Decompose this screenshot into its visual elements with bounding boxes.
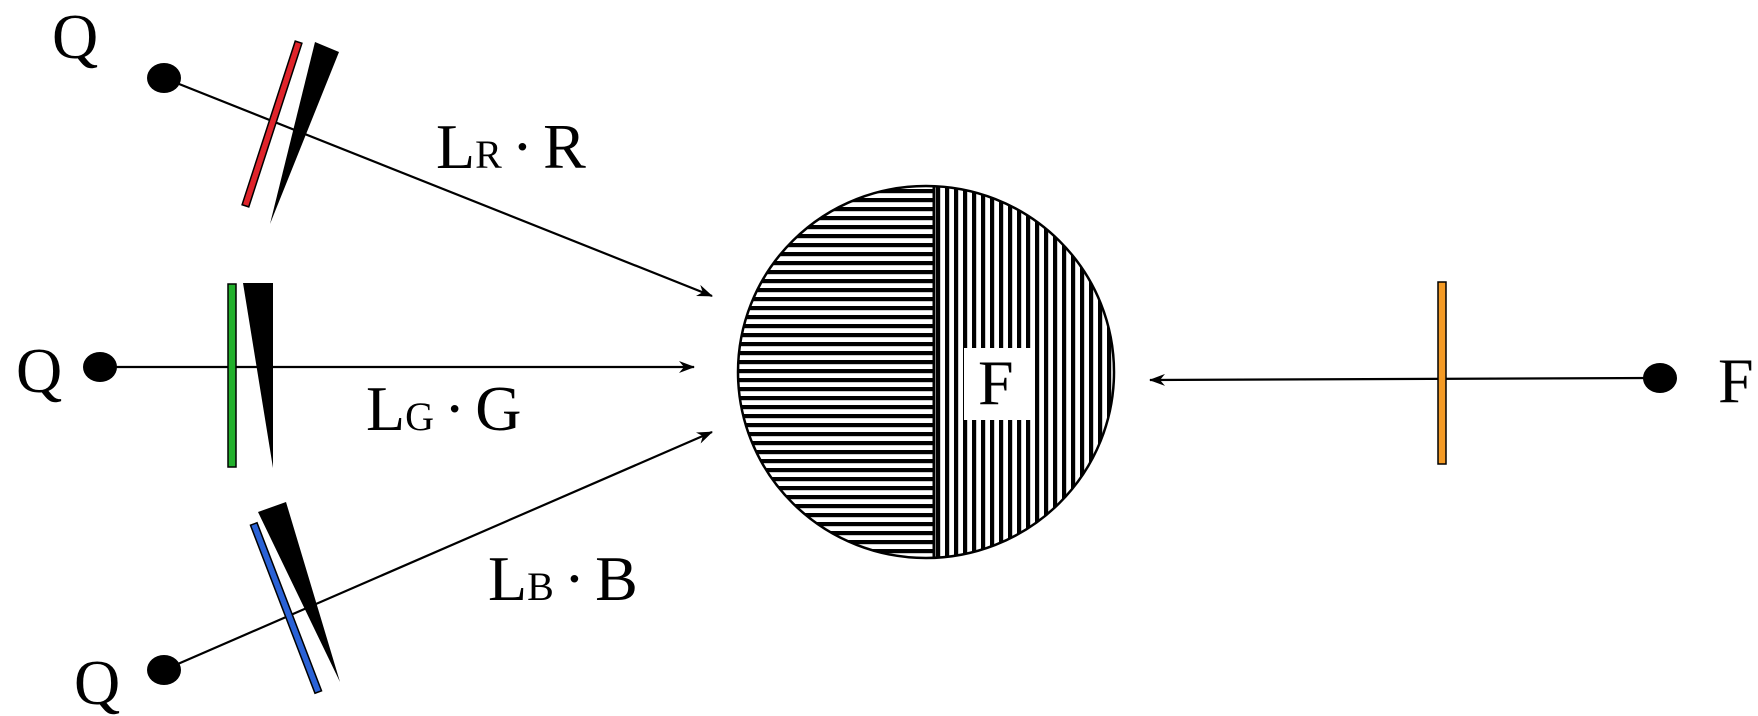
field-left-half — [738, 186, 934, 558]
wedge-attenuator — [258, 502, 340, 682]
source-red: Q LR·R — [52, 1, 713, 298]
beam-red-arrow — [163, 76, 713, 298]
beam-blue-arrow — [163, 430, 713, 672]
wedge-attenuator — [270, 42, 339, 224]
reference-beam-arrow — [1149, 373, 1661, 386]
field-outline — [736, 184, 1116, 560]
field-label: F — [978, 347, 1014, 418]
source-label: Q — [52, 1, 98, 72]
beam-label-green: LG·G — [366, 373, 522, 444]
bipartite-field: F — [736, 184, 1116, 560]
beam-label-blue: LB·B — [488, 543, 638, 614]
source-label: Q — [74, 647, 120, 716]
beam-label-red: LR·R — [436, 111, 586, 182]
wedge-attenuator — [243, 283, 273, 468]
red-filter — [241, 40, 303, 208]
field-label-box — [964, 348, 1034, 420]
source-blue: Q LB·B — [74, 430, 713, 716]
blue-filter — [249, 521, 323, 695]
orange-filter — [1437, 281, 1447, 465]
reference-source: F — [1149, 281, 1754, 465]
green-filter — [227, 283, 237, 468]
source-label: Q — [16, 335, 62, 406]
source-green: Q LG·G — [16, 283, 695, 468]
reference-label: F — [1718, 345, 1754, 416]
